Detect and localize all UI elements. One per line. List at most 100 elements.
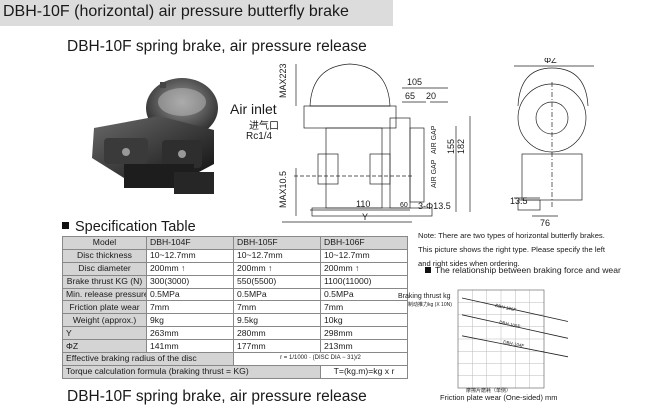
note-line: Note: There are two types of horizontal … <box>418 231 605 240</box>
row-label: Min. release pressure <box>62 287 147 302</box>
relationship-title-text: The relationship between braking force a… <box>435 265 621 275</box>
series-line <box>461 314 569 339</box>
torque-formula: T=(kg.m)=kg x r <box>320 364 408 379</box>
table-header-cell: DBH-106F <box>320 236 408 250</box>
relationship-title: The relationship between braking force a… <box>425 265 621 275</box>
page-subtitle: DBH-10F spring brake, air pressure relea… <box>67 38 367 55</box>
series-line <box>461 335 569 358</box>
chart-ylabel-cn: 制动推力kg (X 10N) <box>408 301 452 308</box>
wear-chart: Braking thrust kg 制动推力kg (X 10N) DBH-106… <box>398 289 569 402</box>
table-cell: 177mm <box>233 339 321 354</box>
spec-section-title: Specification Table <box>62 219 196 235</box>
dim-76: 76 <box>540 218 550 228</box>
technical-drawing: MAX223 MAX10.5 105 65 20 182 155 AIR GAP… <box>278 58 594 228</box>
table-row: Disc diameter 200mm ↑ 200mm ↑ 200mm ↑ <box>62 261 408 276</box>
dim-155: 155 <box>446 139 456 154</box>
chart-ylabel: Braking thrust kg <box>398 293 451 300</box>
row-label: Weight (approx.) <box>62 313 147 328</box>
bullet-square-icon <box>62 222 69 229</box>
note-line: and right sides when ordering. <box>418 259 520 268</box>
air-inlet-cn-label: 进气口 <box>249 121 279 132</box>
table-row: Min. release pressure 0.5MPa 0.5MPa 0.5M… <box>62 287 408 302</box>
table-cell: 141mm <box>146 339 234 354</box>
table-row: Weight (approx.) 9kg 9.5kg 10kg <box>62 313 408 328</box>
chart-frame <box>457 289 545 389</box>
table-cell: 9.5kg <box>233 313 321 328</box>
row-label: Brake thrust KG (N) <box>62 274 147 289</box>
table-cell: 10~12.7mm <box>233 248 321 263</box>
table-cell: 213mm <box>320 339 408 354</box>
table-row: Friction plate wear 7mm 7mm 7mm <box>62 300 408 315</box>
dim-60: 60 <box>400 202 408 209</box>
table-cell: 10~12.7mm <box>320 248 408 263</box>
dim-105: 105 <box>407 77 422 87</box>
table-header-cell: DBH-105F <box>233 236 321 250</box>
row-label: Y <box>62 326 147 341</box>
table-cell: 10kg <box>320 313 408 328</box>
product-photo <box>92 78 218 194</box>
table-cell: 7mm <box>233 300 321 315</box>
table-cell: 200mm ↑ <box>233 261 321 276</box>
row-label: Disc thickness <box>62 248 147 263</box>
table-header-row: Model DBH-104F DBH-105F DBH-106F <box>62 236 408 250</box>
table-cell: 298mm <box>320 326 408 341</box>
table-row: Torque calculation formula (braking thru… <box>62 364 408 379</box>
table-cell: 550(5500) <box>233 274 321 289</box>
table-row: Y 263mm 280mm 298mm <box>62 326 408 341</box>
table-cell: 280mm <box>233 326 321 341</box>
dim-65: 65 <box>405 91 415 101</box>
torque-label: Torque calculation formula (braking thru… <box>62 364 321 379</box>
dim-phiz: ΦZ <box>544 58 557 65</box>
spec-title-text: Specification Table <box>75 219 196 235</box>
row-label: Friction plate wear <box>62 300 147 315</box>
air-gap-label: AIR GAP <box>431 125 438 154</box>
table-row: Disc thickness 10~12.7mm 10~12.7mm 10~12… <box>62 248 408 263</box>
table-cell: 7mm <box>320 300 408 315</box>
notes-block: Note: There are two types of horizontal … <box>418 229 650 271</box>
series-label: DBH-104F <box>503 339 525 348</box>
chart-grid <box>458 290 544 388</box>
table-cell: 0.5MPa <box>320 287 408 302</box>
series-label: DBH-105F <box>499 320 521 330</box>
note-line: This picture shows the right type. Pleas… <box>418 245 605 254</box>
dim-20: 20 <box>426 91 436 101</box>
table-row: Effective braking radius of the disc r =… <box>62 352 408 366</box>
dim-13-5: 13.5 <box>510 196 528 206</box>
series-label: DBH-106F <box>495 303 517 313</box>
table-cell: 9kg <box>146 313 234 328</box>
table-header-cell: Model <box>62 236 147 250</box>
air-inlet-thread-label: Rc1/4 <box>246 131 273 142</box>
row-label: Disc diameter <box>62 261 147 276</box>
dim-3phi: 3-Φ13.5 <box>418 201 451 211</box>
chart-xlabel-cn: 摩擦片磨耗（单侧） <box>466 387 511 394</box>
table-header-cell: DBH-104F <box>146 236 234 250</box>
table-row: Brake thrust KG (N) 300(3000) 550(5500) … <box>62 274 408 289</box>
chart-xlabel: Friction plate wear (One-sided) mm <box>440 393 558 402</box>
specification-table: Model DBH-104F DBH-105F DBH-106F Disc th… <box>62 236 408 379</box>
dim-max105: MAX10.5 <box>278 171 288 208</box>
bullet-square-icon <box>425 267 431 273</box>
table-cell: 0.5MPa <box>146 287 234 302</box>
row-label: ΦZ <box>62 339 147 354</box>
dim-110: 110 <box>356 199 370 209</box>
air-gap-label-2: AIR GAP <box>431 159 438 188</box>
title-bar <box>0 0 393 26</box>
radius-formula: r = 1/1000 · (DISC DIA − 31)/2 <box>233 352 408 366</box>
table-row: ΦZ 141mm 177mm 213mm <box>62 339 408 354</box>
table-cell: 1100(11000) <box>320 274 408 289</box>
table-cell: 10~12.7mm <box>146 248 234 263</box>
table-cell: 7mm <box>146 300 234 315</box>
table-cell: 200mm ↑ <box>320 261 408 276</box>
dim-182: 182 <box>456 139 466 154</box>
dim-max223: MAX223 <box>278 63 288 98</box>
bottom-title: DBH-10F spring brake, air pressure relea… <box>67 388 367 405</box>
series-line <box>461 297 569 322</box>
table-cell: 0.5MPa <box>233 287 321 302</box>
dim-y: Y <box>362 212 368 222</box>
page-title: DBH-10F (horizontal) air pressure butter… <box>3 3 349 20</box>
chart-series-group: DBH-106F DBH-105F DBH-104F <box>461 297 569 358</box>
air-inlet-label: Air inlet <box>230 101 277 117</box>
radius-label: Effective braking radius of the disc <box>62 352 234 366</box>
table-cell: 263mm <box>146 326 234 341</box>
table-cell: 300(3000) <box>146 274 234 289</box>
